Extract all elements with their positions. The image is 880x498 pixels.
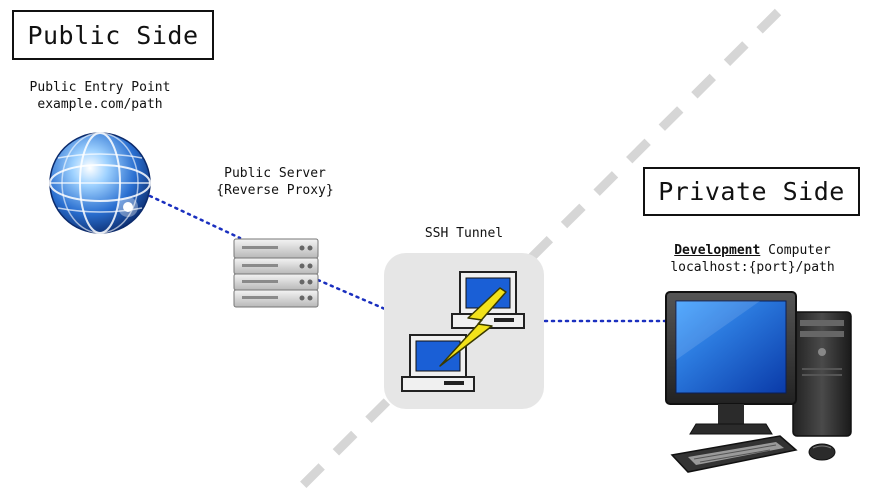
ssh-tunnel-title: SSH Tunnel (424, 226, 504, 241)
network-computers-icon (401, 271, 525, 392)
dev-computer-url: localhost:{port}/path (670, 260, 835, 275)
public-server-title: Public Server (224, 166, 326, 181)
private-side-text: Private Side (658, 177, 845, 206)
entry-point-url: example.com/path (37, 97, 163, 112)
public-server-caption: Public Server {Reverse Proxy} (175, 165, 375, 199)
dev-computer-title-emphasis: Development (674, 243, 761, 258)
public-side-text: Public Side (27, 20, 199, 50)
public-server-subtitle: {Reverse Proxy} (216, 183, 334, 198)
private-side-label: Private Side (643, 167, 860, 216)
public-side-label: Public Side (12, 10, 214, 60)
dev-computer-title-rest: Computer (760, 243, 831, 258)
entry-point-caption: Public Entry Point example.com/path (0, 79, 200, 113)
dev-computer-caption: Development Computer localhost:{port}/pa… (650, 242, 855, 276)
dev-computer-title: Development Computer (650, 242, 855, 259)
connector-entry-to-server (148, 194, 242, 240)
server-rack-icon (233, 238, 319, 308)
desktop-computer-icon (665, 291, 852, 473)
lightning-bolt-icon (439, 287, 507, 367)
public-private-divider (288, 8, 782, 498)
entry-point-title: Public Entry Point (29, 80, 171, 95)
globe-icon (49, 132, 151, 234)
connector-server-to-tunnel (316, 278, 387, 311)
ssh-tunnel-caption: SSH Tunnel (364, 225, 564, 242)
